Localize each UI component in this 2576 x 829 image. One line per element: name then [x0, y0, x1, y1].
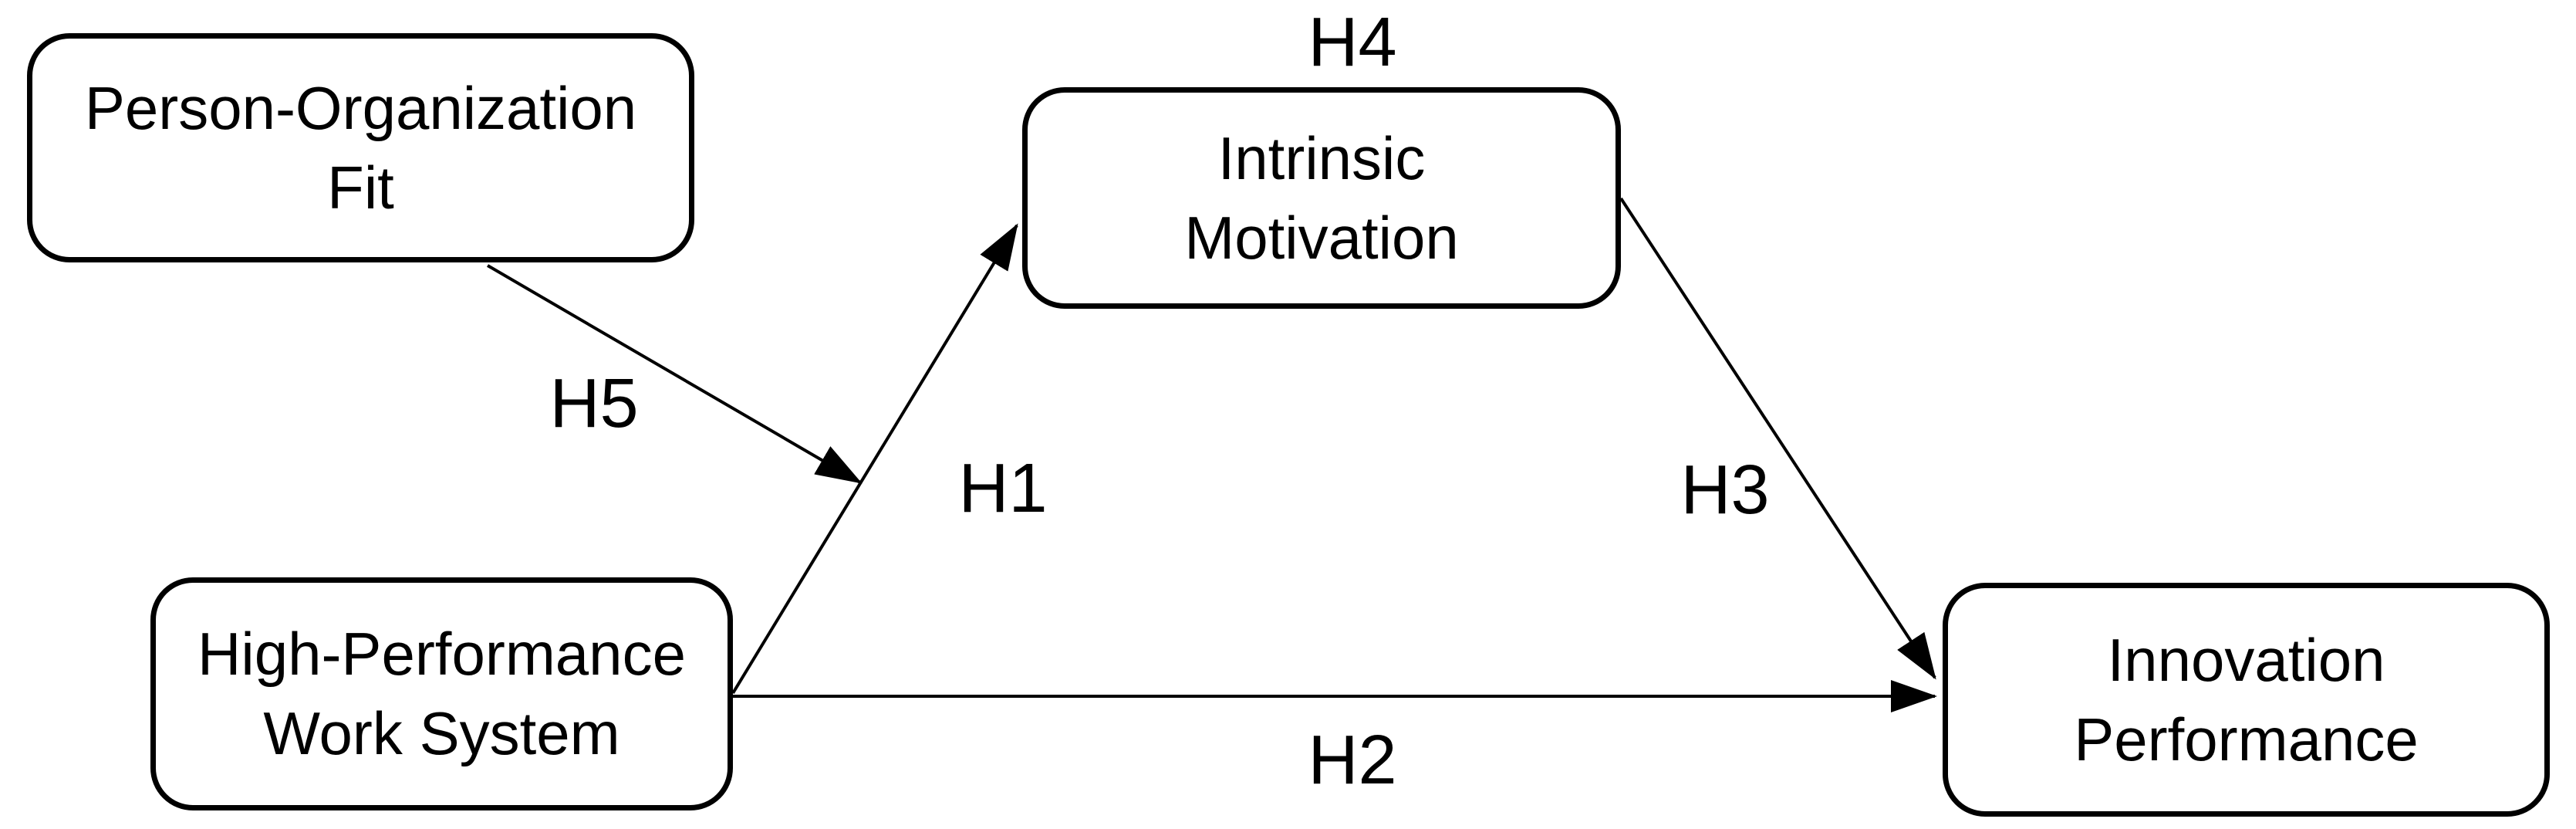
- edge-label-h3: H3: [1680, 452, 1770, 529]
- node-label-line: Person-Organization: [84, 73, 637, 142]
- edge-label-h1: H1: [958, 450, 1048, 527]
- node-label-line: Performance: [2074, 705, 2419, 773]
- node-label-line: Fit: [327, 153, 394, 222]
- node-person-organization-fit: Person-Organization Fit: [27, 33, 694, 262]
- edge-label-h5: H5: [549, 365, 639, 442]
- node-high-performance-work-system: High-Performance Work System: [150, 577, 733, 810]
- node-label-line: High-Performance: [198, 620, 686, 689]
- node-label-line: Motivation: [1184, 203, 1459, 272]
- arrow-h1: [731, 223, 1018, 695]
- node-label-line: Innovation: [2107, 625, 2385, 694]
- arrow-h3: [1619, 197, 1936, 680]
- edge-label-h2: H2: [1308, 722, 1397, 799]
- node-label-line: Intrinsic: [1217, 124, 1426, 192]
- node-intrinsic-motivation: Intrinsic Motivation: [1022, 87, 1621, 309]
- edge-label-h4: H4: [1308, 4, 1397, 81]
- node-innovation-performance: Innovation Performance: [1943, 583, 2550, 817]
- arrow-h5: [486, 264, 863, 484]
- node-label-line: Work System: [263, 699, 620, 767]
